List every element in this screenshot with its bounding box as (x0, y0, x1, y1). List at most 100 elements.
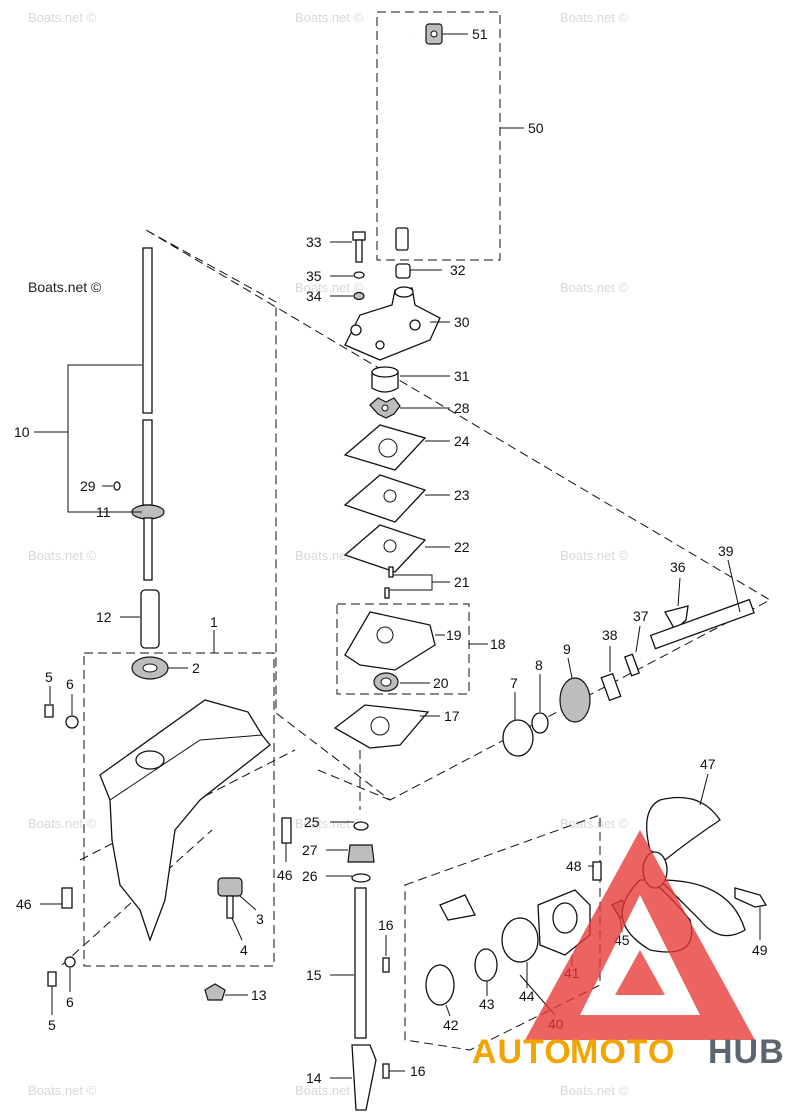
callout-48: 48 (566, 858, 582, 874)
screw (61, 887, 73, 909)
drive-shaft-lower (143, 517, 153, 581)
pin (592, 861, 602, 881)
seal (474, 948, 498, 982)
callout-9: 9 (563, 641, 571, 657)
screw (352, 231, 366, 241)
callout-38: 38 (602, 627, 618, 643)
grommet (395, 263, 411, 279)
o-ring (501, 917, 539, 963)
watermark: Boats.net © (28, 548, 97, 563)
callout-46: 46 (16, 896, 32, 912)
shift-rod (399, 34, 416, 225)
callout-2: 2 (192, 660, 200, 676)
callout-15: 15 (306, 967, 322, 983)
key (113, 481, 121, 491)
logo-text-moto: MOTO (570, 1033, 675, 1071)
watermark: Boats.net © (295, 1083, 364, 1098)
drive-link-outline (145, 229, 772, 801)
dowel-pin (388, 566, 394, 578)
water-pump-base-group-box (336, 603, 470, 695)
watermark: Boats.net © (295, 280, 364, 295)
pin (382, 957, 390, 973)
bearing (502, 719, 534, 757)
drive-shaft-assembly (67, 247, 165, 649)
callout-3: 3 (256, 911, 264, 927)
logo-triangle-icon (525, 830, 755, 1040)
washer (353, 821, 369, 831)
callout-44: 44 (519, 988, 535, 1004)
watermark: Boats.net © (560, 280, 629, 295)
callout-28: 28 (454, 400, 470, 416)
callout-19: 19 (446, 627, 462, 643)
group-boxes (61, 11, 772, 1051)
callout-47: 47 (700, 756, 716, 772)
water-pump-housing (344, 287, 441, 361)
callout-33: 33 (306, 234, 322, 250)
watermarks: Boats.net © Boats.net © Boats.net © Boat… (28, 10, 629, 1098)
callout-21: 21 (454, 574, 470, 590)
callout-16: 16 (410, 1063, 426, 1079)
callout-37: 37 (633, 608, 649, 624)
shift-shaft (354, 887, 367, 1039)
callout-25: 25 (304, 814, 320, 830)
pin (600, 672, 622, 702)
dash-link (317, 769, 391, 801)
callout-39: 39 (718, 543, 734, 559)
dowel-pin (384, 587, 390, 599)
shift-rod-assembly (395, 23, 443, 251)
clutch (664, 605, 689, 632)
watermark: Boats.net © (28, 279, 102, 295)
sleeve (140, 589, 160, 649)
washer (65, 715, 79, 729)
washer (531, 712, 549, 734)
washer (64, 956, 76, 968)
automotohub-logo: AUTO MOTO HUB (472, 830, 784, 1071)
shift-rod-coupler (395, 227, 409, 251)
bearing (425, 964, 455, 1006)
callout-24: 24 (454, 433, 470, 449)
watermark: Boats.net © (28, 816, 97, 831)
callout-17: 17 (444, 708, 460, 724)
callout-1: 1 (210, 614, 218, 630)
watermark: Boats.net © (560, 10, 629, 25)
callout-5: 5 (48, 1017, 56, 1033)
callout-12: 12 (96, 609, 112, 625)
callout-51: 51 (472, 26, 488, 42)
bushing (347, 844, 375, 863)
forward-gear (559, 677, 591, 723)
callout-43: 43 (479, 996, 495, 1012)
shift-cam (351, 1044, 377, 1111)
leader-lines (34, 33, 761, 1079)
pin (382, 1063, 390, 1079)
watermark: Boats.net © (28, 1083, 97, 1098)
callout-29: 29 (80, 478, 96, 494)
callout-34: 34 (306, 288, 322, 304)
callout-46: 46 (277, 867, 293, 883)
callout-10: 10 (14, 424, 30, 440)
watermark: Boats.net © (560, 816, 629, 831)
propeller (646, 796, 721, 861)
logo-text-auto: AUTO (472, 1033, 572, 1071)
callout-35: 35 (306, 268, 322, 284)
drive-shaft-middle (142, 419, 153, 506)
watermark: Boats.net © (295, 816, 364, 831)
water-pump-stack (333, 231, 441, 749)
callout-50: 50 (528, 120, 544, 136)
housing-outlet (394, 286, 414, 298)
callout-4: 4 (240, 942, 248, 958)
drain-screw (204, 983, 226, 1001)
anode (217, 877, 243, 897)
gear-housing (44, 656, 292, 1001)
callout-6: 6 (66, 994, 74, 1010)
callout-22: 22 (454, 539, 470, 555)
callout-32: 32 (450, 262, 466, 278)
callout-42: 42 (443, 1017, 459, 1033)
screw (44, 704, 54, 718)
washer (353, 271, 365, 279)
callout-16: 16 (378, 917, 394, 933)
screw (47, 971, 57, 987)
screw-shank (355, 239, 363, 263)
screw (226, 895, 234, 919)
callout-13: 13 (251, 987, 267, 1003)
